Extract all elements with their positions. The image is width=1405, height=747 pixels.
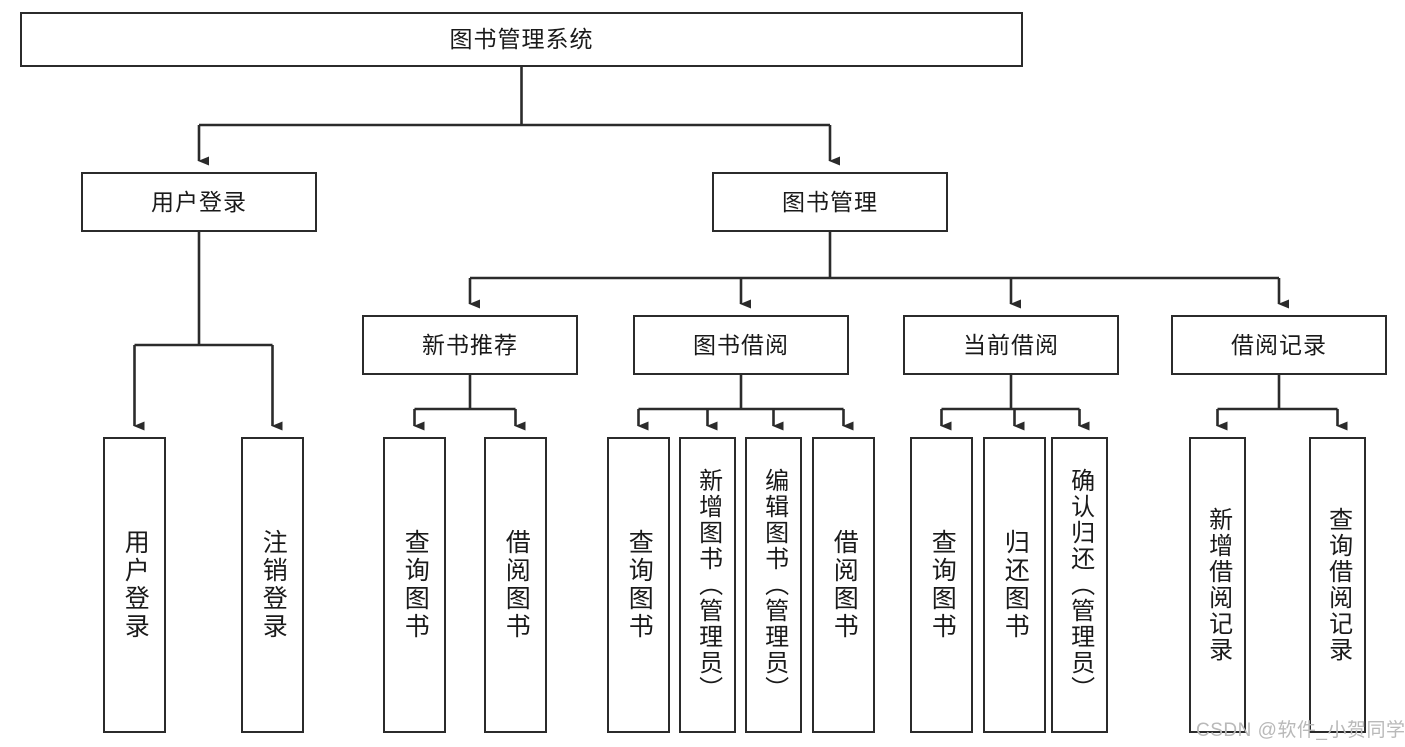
node-label: 新增借阅记录 (1204, 507, 1232, 663)
node-book-borrow: 图书借阅 (633, 315, 849, 375)
node-label: 借阅记录 (1231, 331, 1327, 358)
node-user-login: 用户登录 (81, 172, 317, 232)
node-label: 查询借阅记录 (1324, 507, 1352, 663)
node-label: 用户登录 (151, 188, 247, 215)
node-leaf-query-book-borrow: 查询图书 (607, 437, 670, 733)
node-borrow-record: 借阅记录 (1171, 315, 1387, 375)
node-leaf-edit-book-admin: 编辑图书（管理员） (745, 437, 802, 733)
node-new-book-recommend: 新书推荐 (362, 315, 578, 375)
node-leaf-logout-login: 注销登录 (241, 437, 304, 733)
node-leaf-add-borrow-record: 新增借阅记录 (1189, 437, 1246, 733)
node-label: 归还图书 (1001, 529, 1030, 641)
node-label: 借阅图书 (830, 529, 859, 641)
node-label: 图书管理 (782, 188, 878, 215)
node-label: 当前借阅 (963, 331, 1059, 358)
node-label: 查询图书 (401, 529, 430, 641)
node-label: 注销登录 (259, 529, 288, 641)
node-label: 新增图书（管理员） (694, 468, 722, 702)
node-book-manage: 图书管理 (712, 172, 948, 232)
node-label: 确认归还（管理员） (1066, 468, 1094, 702)
node-leaf-add-book-admin: 新增图书（管理员） (679, 437, 736, 733)
node-label: 图书管理系统 (449, 26, 594, 53)
node-leaf-confirm-return-admin: 确认归还（管理员） (1051, 437, 1108, 733)
node-label: 用户登录 (121, 529, 150, 641)
node-leaf-borrow-book-recommend: 借阅图书 (484, 437, 547, 733)
node-root: 图书管理系统 (20, 12, 1023, 67)
node-label: 新书推荐 (422, 331, 518, 358)
node-label: 借阅图书 (502, 529, 531, 641)
node-leaf-query-book-current: 查询图书 (910, 437, 973, 733)
node-label: 编辑图书（管理员） (760, 468, 788, 702)
node-leaf-return-book: 归还图书 (983, 437, 1046, 733)
node-label: 查询图书 (625, 529, 654, 641)
node-leaf-query-book-recommend: 查询图书 (383, 437, 446, 733)
node-leaf-user-login: 用户登录 (103, 437, 166, 733)
node-label: 查询图书 (928, 529, 957, 641)
node-leaf-borrow-book: 借阅图书 (812, 437, 875, 733)
node-current-borrow: 当前借阅 (903, 315, 1119, 375)
node-label: 图书借阅 (693, 331, 789, 358)
csdn-watermark: CSDN @软件_小贺同学 (1196, 720, 1405, 741)
node-leaf-query-borrow-record: 查询借阅记录 (1309, 437, 1366, 733)
